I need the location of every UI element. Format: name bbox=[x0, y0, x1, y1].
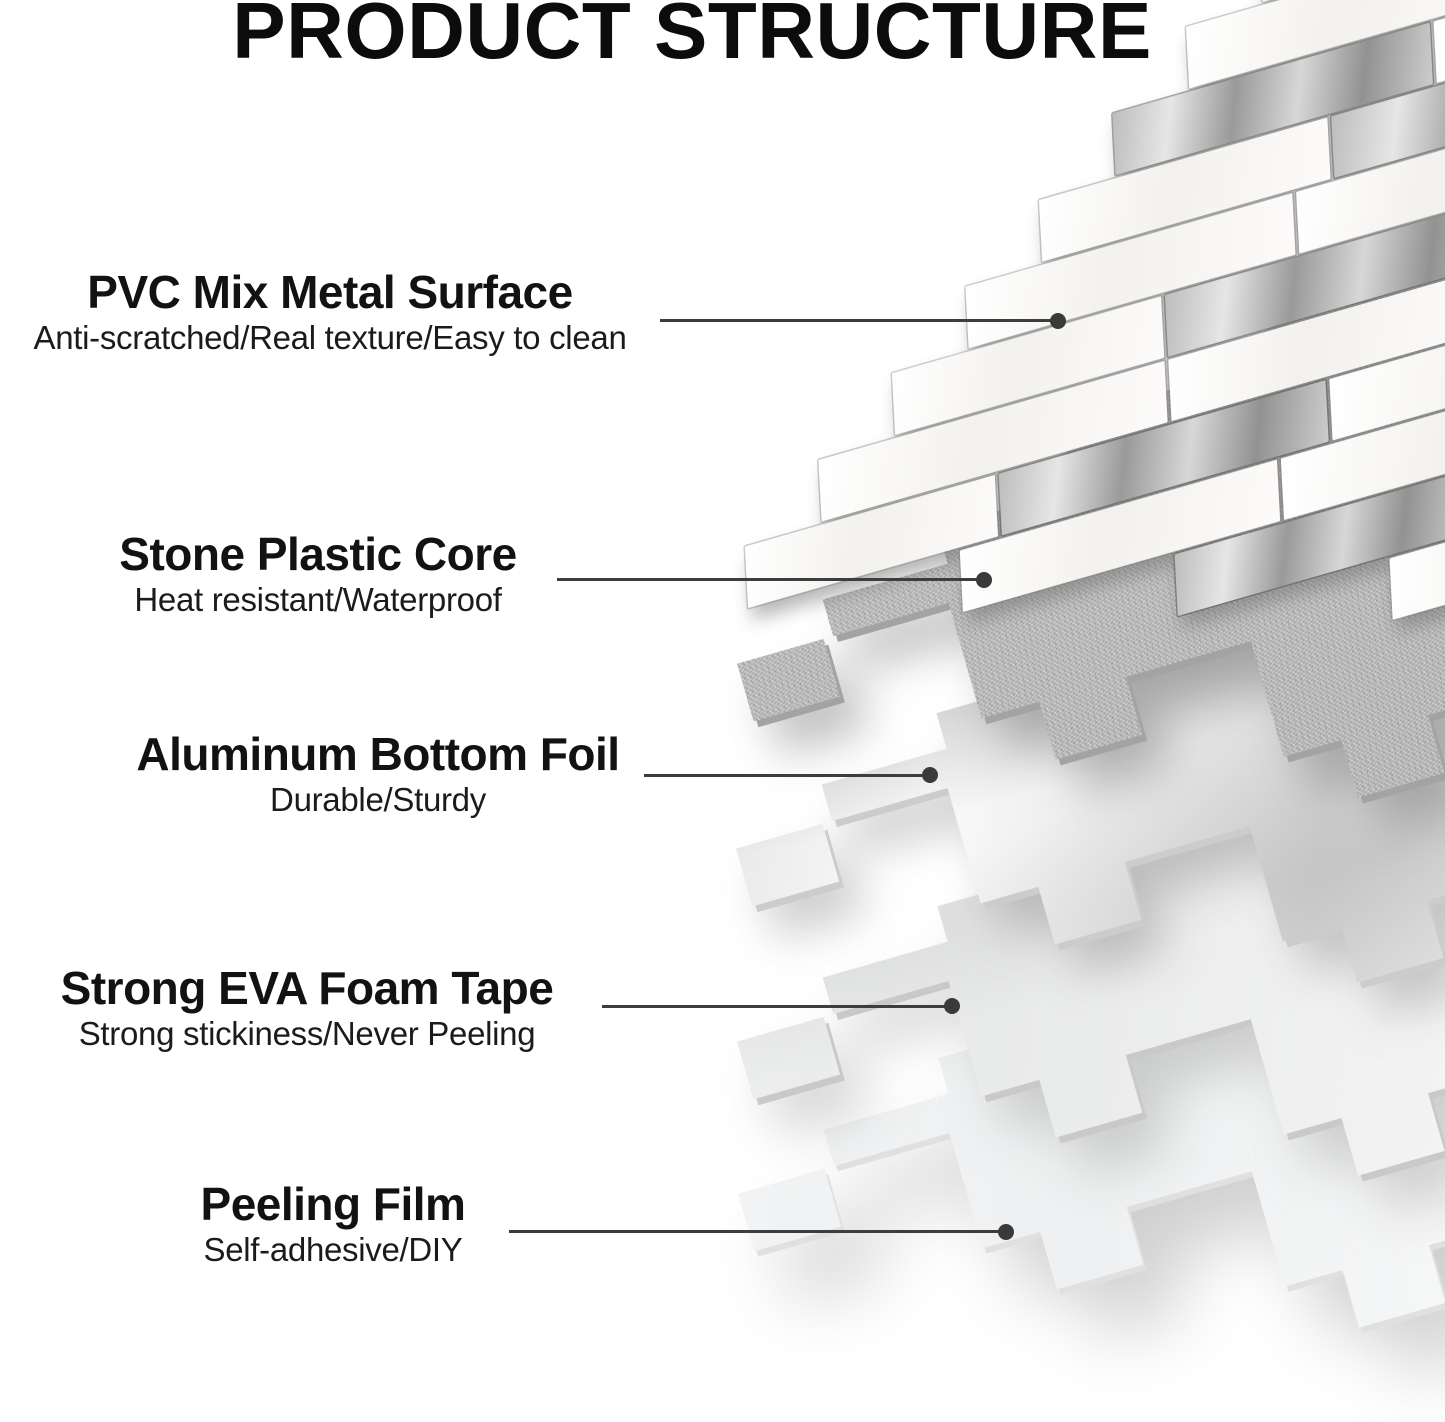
stone-tile-strip bbox=[965, 193, 1296, 349]
callout-line-aluminum-bottom-foil bbox=[644, 774, 930, 777]
callout-dot-strong-eva-foam-tape bbox=[944, 998, 960, 1014]
layer-name: Strong EVA Foam Tape bbox=[60, 962, 554, 1014]
callout-dot-stone-plastic-core bbox=[976, 572, 992, 588]
mosaic-tile-row bbox=[604, 0, 1445, 714]
stone-tile-strip bbox=[1296, 109, 1445, 254]
callout-label-pvc-mix-metal-surface: PVC Mix Metal Surface Anti-scratched/Rea… bbox=[0, 266, 680, 357]
stone-plastic-core-surface bbox=[282, 0, 1445, 1331]
layer-desc: Durable/Sturdy bbox=[270, 780, 486, 818]
stone-tile-strip bbox=[1038, 117, 1331, 262]
callout-dot-pvc-mix-metal-surface bbox=[1050, 313, 1066, 329]
callout-label-stone-plastic-core: Stone Plastic Core Heat resistant/Waterp… bbox=[0, 528, 668, 619]
mosaic-tile-row bbox=[607, 0, 1445, 779]
stone-tile-strip bbox=[1280, 348, 1445, 520]
stone-tile-strip bbox=[744, 474, 999, 609]
layer-desc: Self-adhesive/DIY bbox=[203, 1230, 463, 1268]
stone-tile-strip bbox=[891, 296, 1165, 435]
callout-line-strong-eva-foam-tape bbox=[602, 1005, 952, 1008]
callout-dot-aluminum-bottom-foil bbox=[922, 767, 938, 783]
layer-desc: Heat resistant/Waterproof bbox=[134, 580, 502, 618]
stone-tile-strip bbox=[1433, 0, 1445, 83]
callout-label-aluminum-bottom-foil: Aluminum Bottom Foil Durable/Sturdy bbox=[28, 728, 728, 819]
mosaic-tile-row bbox=[601, 0, 1445, 649]
stone-tile-strip bbox=[1168, 274, 1445, 422]
metal-tile-strip bbox=[1164, 198, 1445, 357]
layer-name: Stone Plastic Core bbox=[119, 528, 517, 580]
callout-label-peeling-film: Peeling Film Self-adhesive/DIY bbox=[0, 1178, 683, 1269]
mosaic-tile-row bbox=[594, 0, 1445, 520]
callout-dot-peeling-film bbox=[998, 1224, 1014, 1240]
stone-tile-strip bbox=[1329, 274, 1445, 441]
metal-tile-strip bbox=[998, 380, 1329, 536]
page-title: PRODUCT STRUCTURE bbox=[232, 0, 1152, 75]
callout-line-peeling-film bbox=[509, 1230, 1006, 1233]
layer-desc: Anti-scratched/Real texture/Easy to clea… bbox=[33, 318, 627, 356]
layer-name: Aluminum Bottom Foil bbox=[136, 728, 620, 780]
mosaic-tile-row bbox=[597, 0, 1445, 585]
callout-line-pvc-mix-metal-surface bbox=[660, 319, 1058, 322]
stone-tile-strip bbox=[1389, 464, 1445, 620]
metal-tile-strip bbox=[1174, 471, 1445, 616]
layer-name: Peeling Film bbox=[200, 1178, 466, 1230]
stone-tile-strip bbox=[959, 459, 1281, 613]
callout-line-stone-plastic-core bbox=[557, 578, 984, 581]
stone-tile-strip bbox=[818, 360, 1168, 522]
mosaic-tile-row bbox=[611, 0, 1445, 843]
callout-label-strong-eva-foam-tape: Strong EVA Foam Tape Strong stickiness/N… bbox=[0, 962, 657, 1053]
layer-name: PVC Mix Metal Surface bbox=[87, 266, 573, 318]
layer-desc: Strong stickiness/Never Peeling bbox=[78, 1014, 536, 1052]
stone-plastic-core-layer bbox=[282, 0, 1445, 1331]
